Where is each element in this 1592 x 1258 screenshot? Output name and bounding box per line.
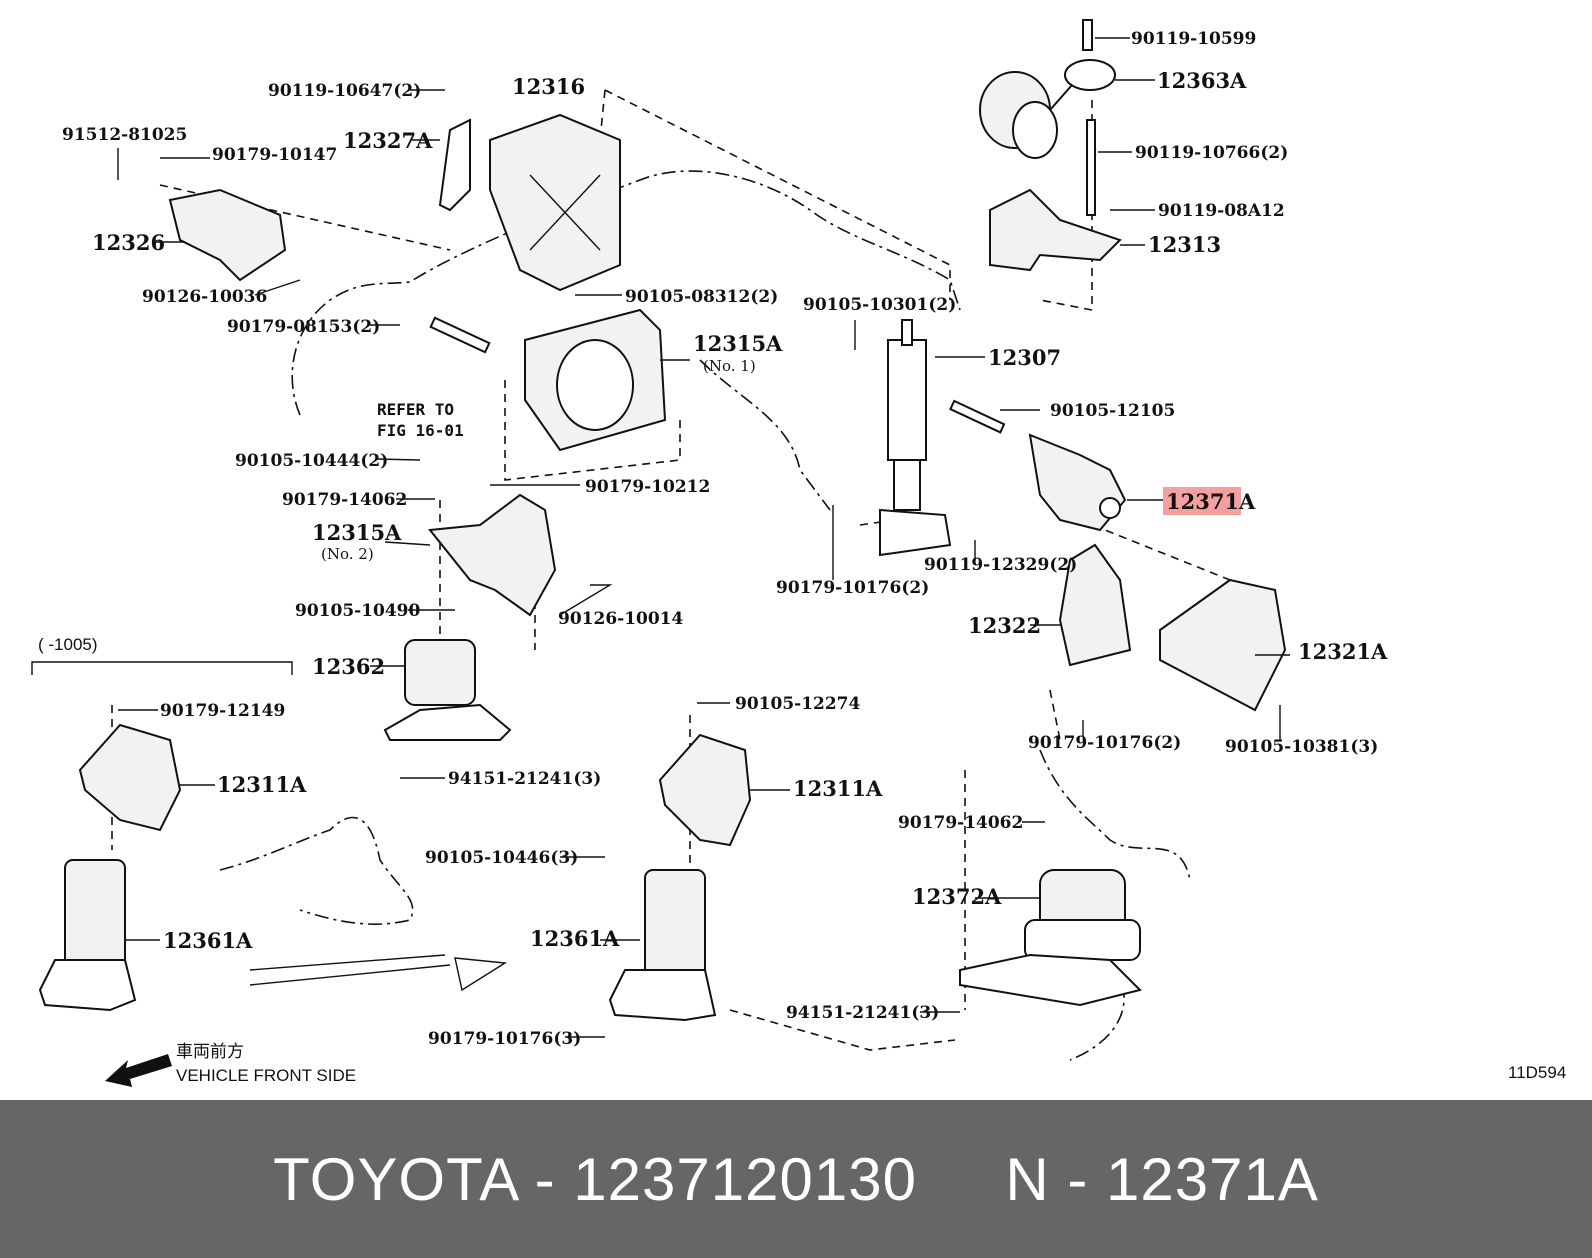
label-90105-10490: 90105-10490 (295, 601, 421, 621)
label-12313: 12313 (1148, 232, 1221, 257)
label-12363A: 12363A (1157, 68, 1247, 93)
bracket-12316 (489, 113, 621, 292)
label-94151-21241-b: 94151-21241(3) (786, 1003, 939, 1023)
mount-12371A (949, 399, 1127, 532)
mount-12362 (383, 639, 512, 741)
label-90119-10766: 90119-10766(2) (1135, 143, 1288, 163)
range-bracket (31, 661, 293, 675)
label-12326: 12326 (92, 230, 165, 255)
label-12315A-no1-sub: (No. 1) (703, 357, 756, 375)
label-12371A: 12371A (1166, 489, 1256, 514)
label-12311A-center: 12311A (793, 776, 883, 801)
mount-12372A (959, 869, 1142, 1007)
rod-12307 (879, 319, 952, 557)
label-12322: 12322 (968, 613, 1041, 638)
label-90179-12149: 90179-12149 (160, 701, 285, 721)
label-90126-10014: 90126-10014 (558, 609, 684, 629)
vehicle-front-arrow (105, 1054, 172, 1087)
mount-12361A-center (608, 869, 717, 1022)
bracket-12327A (438, 118, 471, 212)
bracket-12311A-center (658, 733, 752, 847)
label-12361A-center: 12361A (530, 926, 620, 951)
bracket-12313 (989, 119, 1122, 272)
mount-12361A-left (38, 859, 137, 1012)
label-90119-10647: 90119-10647(2) (268, 81, 421, 101)
diagram-code: 11D594 (1508, 1063, 1566, 1082)
label-90179-10212: 90179-10212 (585, 477, 710, 497)
label-90105-10446: 90105-10446(3) (425, 848, 578, 868)
label-90105-10444: 90105-10444(2) (235, 451, 388, 471)
label-12316: 12316 (512, 74, 585, 99)
label-12315A-no2: 12315A (312, 520, 402, 545)
vehicle-front-en: VEHICLE FRONT SIDE (176, 1066, 356, 1085)
highlight-12371A (1163, 487, 1241, 515)
refer-to-line2: FIG 16-01 (377, 421, 464, 440)
label-12311A-left: 12311A (217, 772, 307, 797)
label-90179-10176-b: 90179-10176(2) (1028, 733, 1181, 753)
mount-12363A (979, 19, 1116, 159)
label-12321A: 12321A (1298, 639, 1388, 664)
label-12327A: 12327A (343, 128, 433, 153)
vehicle-front-jp: 車両前方 (176, 1042, 244, 1061)
bracket-12311A-left (78, 723, 182, 832)
label-90105-12274: 90105-12274 (735, 694, 861, 714)
part-labels: 90119-10599 12363A 90119-10766(2) 90119-… (38, 29, 1566, 1085)
label-12372A: 12372A (912, 884, 1002, 909)
footer-title: TOYOTA - 1237120130 N - 12371A (273, 1145, 1319, 1213)
bracket-range-label: ( -1005) (38, 635, 98, 654)
bracket-12315A-no1 (429, 308, 667, 452)
label-12307: 12307 (988, 345, 1061, 370)
bracket-12315A-no2 (428, 493, 557, 617)
label-12361A-left: 12361A (163, 928, 253, 953)
leader-lines (117, 37, 1290, 1038)
parts-diagram: 90119-10599 12363A 90119-10766(2) 90119-… (31, 19, 1566, 1087)
label-90179-10147: 90179-10147 (212, 145, 337, 165)
label-90119-12329: 90119-12329(2) (924, 555, 1077, 575)
label-12315A-no1: 12315A (693, 331, 783, 356)
flow-arrow (249, 954, 508, 992)
label-12362: 12362 (312, 654, 385, 679)
label-12315A-no2-sub: (No. 2) (321, 545, 374, 563)
label-90119-08A12: 90119-08A12 (1158, 201, 1285, 221)
label-90105-10301: 90105-10301(2) (803, 295, 956, 315)
bracket-12326 (168, 188, 287, 282)
label-90105-10381: 90105-10381(3) (1225, 737, 1378, 757)
label-90179-08153: 90179-08153(2) (227, 317, 380, 337)
label-90126-10036: 90126-10036 (142, 287, 267, 307)
bracket-12322 (1058, 543, 1132, 667)
label-91512-81025: 91512-81025 (62, 125, 187, 145)
bracket-12321A (1159, 578, 1287, 712)
label-90105-08312: 90105-08312(2) (625, 287, 778, 307)
label-90179-10176-a: 90179-10176(2) (776, 578, 929, 598)
refer-to-line1: REFER TO (377, 400, 454, 419)
label-90179-14062-b: 90179-14062 (898, 813, 1023, 833)
label-90105-12105: 90105-12105 (1050, 401, 1175, 421)
label-90179-10176-c: 90179-10176(3) (428, 1029, 581, 1049)
footer-banner: TOYOTA - 1237120130 N - 12371A (0, 1100, 1592, 1258)
label-90179-14062-a: 90179-14062 (282, 490, 407, 510)
label-90119-10599: 90119-10599 (1131, 29, 1256, 49)
label-94151-21241-a: 94151-21241(3) (448, 769, 601, 789)
